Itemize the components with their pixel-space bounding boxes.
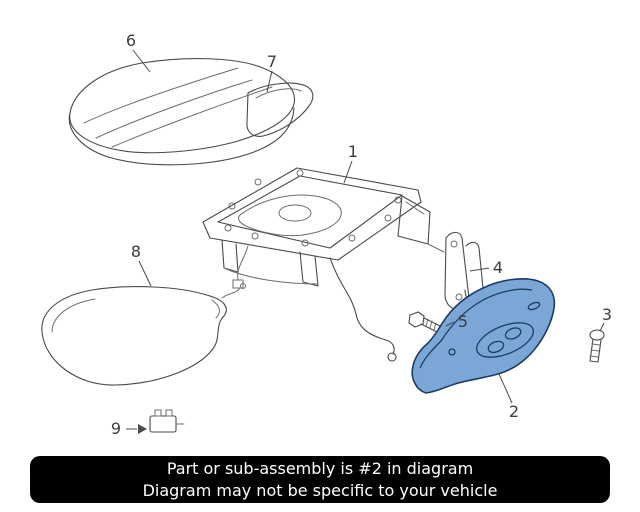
- cushion-side-outline: [68, 107, 295, 166]
- callout-3[interactable]: 3: [602, 305, 612, 324]
- frame-hole: [228, 202, 236, 210]
- frame-hole: [384, 214, 392, 222]
- frame-center-cutout: [238, 194, 342, 237]
- cushion-seam-3: [111, 86, 273, 148]
- pad-outline: [246, 82, 314, 137]
- screw-threads: [589, 343, 601, 358]
- frame-belt-arm-anchor: [387, 352, 397, 362]
- pad-inner-line: [255, 88, 302, 99]
- banner-line-2: Diagram may not be specific to your vehi…: [142, 480, 498, 500]
- seat-cushion-art: [68, 58, 296, 166]
- connector-terminal: [165, 409, 173, 417]
- mat-wire: [221, 287, 241, 299]
- seat-pad-art: [246, 82, 314, 137]
- frame-wire: [237, 245, 249, 281]
- trim-shield-recess-group: [476, 322, 534, 358]
- cushion-seam-1: [83, 67, 239, 124]
- frame-center-leg: [299, 251, 319, 287]
- callout-2[interactable]: 2: [509, 402, 519, 421]
- callout-3-leader: [599, 322, 605, 332]
- frame-hole: [394, 196, 402, 204]
- bracket-hole: [450, 240, 458, 248]
- seat-frame-art: [202, 167, 445, 362]
- callout-numbers: 1 2 3 4 5 6 7 8 9: [111, 31, 612, 438]
- callout-1-leader: [343, 160, 353, 184]
- frame-belt-arm: [329, 257, 395, 355]
- cushion-seam-2: [95, 79, 253, 139]
- connector-terminal: [154, 409, 162, 417]
- frame-left-leg: [221, 239, 239, 273]
- trim-slot: [527, 301, 541, 311]
- screw-head: [589, 329, 605, 341]
- trim-recess: [476, 322, 534, 358]
- trim-switch-knob: [487, 340, 505, 354]
- bolt-head: [408, 311, 425, 328]
- bracket-hole: [455, 293, 463, 301]
- callout-7[interactable]: 7: [267, 52, 277, 71]
- connector-body: [149, 415, 177, 433]
- callout-8[interactable]: 8: [131, 242, 141, 261]
- screw-art: [589, 329, 605, 363]
- callout-5-leader: [445, 321, 455, 327]
- frame-inner-rim: [217, 175, 403, 249]
- callout-7-leader: [266, 70, 273, 93]
- frame-hole: [254, 178, 262, 186]
- seat-mat-art: [41, 283, 246, 386]
- callout-6-leader: [132, 49, 151, 73]
- trim-switch-knob: [504, 327, 522, 340]
- frame-hole: [348, 234, 356, 242]
- frame-hole: [251, 232, 259, 240]
- bolt-threads: [425, 318, 441, 333]
- frame-track-line: [427, 243, 445, 253]
- callout-6[interactable]: 6: [126, 31, 136, 50]
- callout-5[interactable]: 5: [458, 312, 468, 331]
- banner-line-1: Part or sub-assembly is #2 in diagram: [166, 458, 474, 478]
- frame-right-rail: [397, 195, 431, 245]
- callout-1[interactable]: 1: [348, 142, 358, 161]
- mat-wire-end: [240, 283, 246, 289]
- mat-contour-2: [211, 299, 220, 319]
- frame-hole: [224, 224, 232, 232]
- callout-8-leader: [138, 260, 152, 287]
- highlighted-part-art[interactable]: [411, 278, 556, 394]
- callout-9[interactable]: 9: [111, 419, 121, 438]
- cushion-top-outline: [69, 58, 296, 154]
- frame-outer-rim: [202, 167, 422, 261]
- connector-art: [149, 409, 185, 433]
- frame-right-rail-line: [405, 201, 425, 215]
- callout-4[interactable]: 4: [493, 258, 503, 277]
- frame-hole: [296, 169, 304, 177]
- trim-shield-contour: [419, 288, 533, 369]
- trim-shield-body[interactable]: [411, 278, 556, 394]
- callout-9-arrowhead: [138, 424, 147, 434]
- mat-contour-1: [51, 298, 96, 333]
- trim-hole: [448, 348, 456, 356]
- diagram-note-banner: Part or sub-assembly is #2 in diagram Di…: [30, 456, 610, 503]
- mat-outline: [41, 286, 227, 386]
- callout-2-leader: [498, 373, 513, 404]
- leader-lines: [126, 49, 605, 434]
- callout-4-leader: [469, 267, 490, 272]
- frame-front-tube: [223, 267, 319, 285]
- frame-hole: [301, 239, 309, 247]
- frame-center-detail: [278, 204, 312, 222]
